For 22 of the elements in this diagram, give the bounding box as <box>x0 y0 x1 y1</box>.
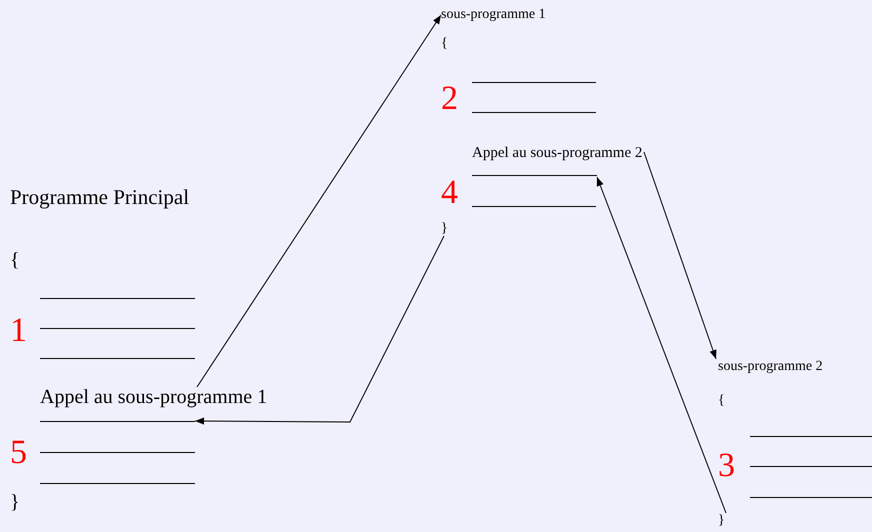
underline <box>40 421 195 422</box>
brace: { <box>718 394 725 408</box>
step-number: 2 <box>441 82 458 116</box>
subroutine-title: sous-programme 2 <box>718 360 823 374</box>
brace: { <box>441 37 448 51</box>
arrow <box>596 176 726 514</box>
step-number: 5 <box>10 436 27 470</box>
arrow <box>194 236 444 425</box>
closing-brace: } <box>441 222 448 236</box>
arrow <box>644 152 716 360</box>
step-number: 4 <box>441 176 458 210</box>
closing-brace: } <box>718 514 725 528</box>
underline <box>472 175 597 176</box>
step-number: 1 <box>10 314 27 348</box>
step-number: 3 <box>718 449 735 483</box>
call-statement: Appel au sous-programme 2 <box>472 146 642 161</box>
brace: } <box>10 492 20 512</box>
call-statement: Appel au sous-programme 1 <box>40 387 268 407</box>
subroutine-title: sous-programme 1 <box>441 8 546 22</box>
arrow <box>196 14 442 388</box>
program-title: Programme Principal <box>10 187 190 208</box>
brace: { <box>10 250 20 270</box>
